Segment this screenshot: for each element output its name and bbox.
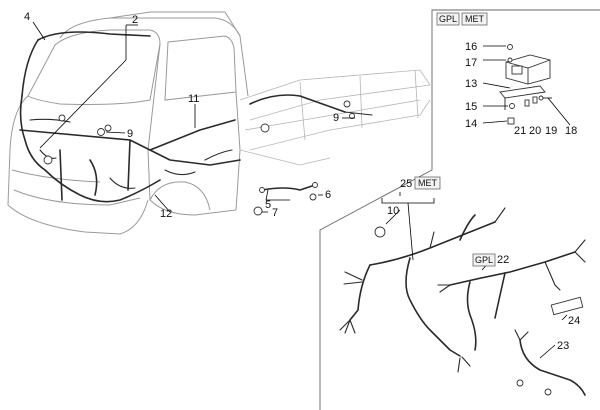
- inset-gpl-label: GPL: [439, 14, 457, 24]
- callout-12: 12: [160, 208, 172, 220]
- callout-17: 17: [465, 57, 477, 69]
- loose-harness-group: [339, 207, 586, 396]
- callout-19: 19: [545, 125, 557, 137]
- callout-numbers: 4 2 11 9 9 12 5 6 7 10 25 22 24 23 16 17…: [24, 11, 580, 352]
- callout-21: 21: [514, 125, 526, 137]
- leader-lines: [32, 21, 571, 359]
- callout-20: 20: [529, 125, 541, 137]
- relay-assembly-inset: [499, 44, 552, 125]
- callout-9-chassis: 9: [333, 112, 339, 124]
- callout-22: 22: [497, 254, 509, 266]
- inset-met-label: MET: [465, 14, 485, 24]
- callout-14: 14: [465, 118, 477, 130]
- callout-25: 25: [400, 178, 412, 190]
- harness22-gpl-label: GPL: [475, 255, 493, 265]
- callout-15: 15: [465, 101, 477, 113]
- harness22-gpl-tag: GPL: [472, 253, 496, 267]
- callout-5: 5: [265, 199, 271, 211]
- vehicle-wiring-harness: [19, 31, 373, 216]
- callout-7: 7: [272, 207, 278, 219]
- harness25-met-tag: MET: [414, 176, 441, 190]
- section-dividers: [319, 9, 600, 410]
- callout-11: 11: [188, 93, 199, 105]
- callout-2: 2: [132, 14, 138, 26]
- callout-16: 16: [465, 41, 477, 53]
- inset-gpl-tag: GPL: [436, 12, 460, 26]
- callout-4: 4: [24, 11, 30, 23]
- callout-10: 10: [387, 205, 399, 217]
- callout-24: 24: [568, 315, 580, 327]
- callout-6: 6: [325, 189, 331, 201]
- callout-9-cab: 9: [127, 128, 133, 140]
- vehicle-cab-outline: [7, 11, 431, 235]
- harness25-met-label: MET: [418, 178, 438, 188]
- callout-23: 23: [557, 340, 569, 352]
- callout-18: 18: [565, 125, 577, 137]
- callout-13: 13: [465, 78, 477, 90]
- inset-met-tag: MET: [461, 12, 488, 26]
